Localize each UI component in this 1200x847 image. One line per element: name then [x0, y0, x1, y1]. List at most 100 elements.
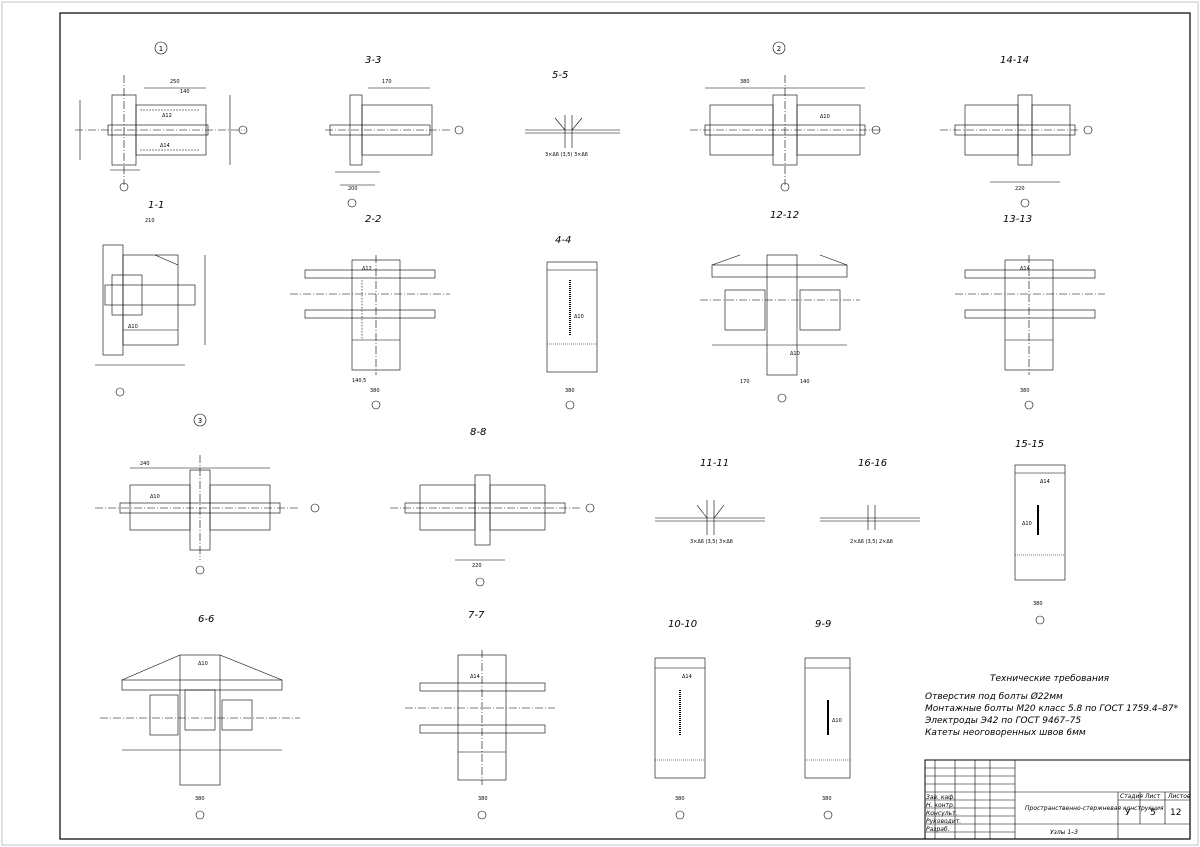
role-1: Зав. каф.	[926, 794, 955, 801]
stage-value: У	[1125, 808, 1131, 818]
section-8-8: 8-8 220	[390, 427, 595, 587]
section-5-5-title: 5-5	[552, 70, 568, 81]
section-5-5: 5-5 3×Δ6 (3,5) 3×Δ6	[525, 70, 620, 158]
section-4-4-title: 4-4	[555, 235, 571, 246]
weld-14-s10: Δ14	[682, 674, 692, 680]
node-2-marker	[772, 41, 786, 55]
weld-14-s13: Δ14	[1020, 266, 1030, 272]
dim-220-s8: 220	[472, 563, 482, 569]
dim-380-s9: 380	[822, 796, 832, 802]
requirement-4: Катеты неоговоренных швов 6мм	[925, 728, 1086, 738]
section-9-9-title: 9-9	[815, 619, 831, 630]
dim-210: 210	[145, 218, 155, 224]
dim-200: 200	[348, 186, 358, 192]
dim-140: 140	[180, 89, 190, 95]
dim-380-s15: 380	[1033, 601, 1043, 607]
sheet-label: Лист	[1144, 793, 1161, 800]
weld-10-s1: Δ10	[128, 324, 138, 330]
node-1-marker	[154, 41, 168, 55]
section-11-11: 11-11 3×Δ6 (3,5) 3×Δ6	[655, 458, 765, 545]
weld-10-s6: Δ10	[198, 661, 208, 667]
section-12-12: 12-12 170 140 Δ10	[700, 210, 860, 403]
dim-380-s13: 380	[1020, 388, 1030, 394]
node-1-marker-label: 1	[159, 45, 163, 53]
section-10-10-title: 10-10	[668, 619, 697, 630]
requirement-1: Отверстия под болты Ø22мм	[925, 691, 1063, 702]
role-3: Консульт.	[926, 810, 958, 817]
weld-14: Δ14	[160, 143, 170, 149]
node-1-plan: 1 250 140 Δ12 Δ14	[75, 41, 248, 192]
section-12-12-title: 12-12	[770, 210, 799, 221]
section-6-6-title: 6-6	[198, 614, 214, 625]
weld-10-s15: Δ10	[1022, 521, 1032, 527]
weld-seq-16-16: 2×Δ6 (3,5) 2×Δ6	[850, 539, 893, 545]
section-1-1-title: 1-1	[148, 200, 164, 211]
title-block: Зав. каф. Н. контр. Консульт. Руководит.…	[924, 759, 1191, 840]
dim-240: 240	[140, 461, 150, 467]
section-13-13: 13-13 Δ14 380	[955, 214, 1105, 410]
node-3-plan: 3 240 Δ10	[95, 413, 320, 575]
sheets-value: 12	[1170, 808, 1181, 818]
weld-12: Δ12	[162, 113, 172, 119]
node-3-marker-label: 3	[198, 417, 202, 425]
section-2-2: 2-2 Δ12 140,5 380	[290, 214, 450, 410]
weld-10-n2: Δ10	[820, 114, 830, 120]
technical-requirements: Технические требования Отверстия под бол…	[924, 674, 1179, 738]
dim-380-s6: 380	[195, 796, 205, 802]
dim-380-s7: 380	[478, 796, 488, 802]
section-9-9: 9-9 Δ10 380	[804, 619, 851, 820]
dim-1405-s2: 140,5	[352, 378, 366, 384]
section-7-7-title: 7-7	[468, 610, 485, 621]
weld-10-s9: Δ10	[832, 718, 842, 724]
section-13-13-title: 13-13	[1003, 214, 1032, 225]
section-15-15: 15-15 Δ14 Δ10 380	[1014, 439, 1066, 625]
sheet-value: 5	[1150, 808, 1156, 818]
dim-170: 170	[382, 79, 392, 85]
section-2-2-title: 2-2	[365, 214, 381, 225]
role-5: Разраб.	[926, 826, 950, 833]
dim-380-s10: 380	[675, 796, 685, 802]
role-2: Н. контр.	[926, 802, 955, 809]
section-1-1: 1-1 210 Δ10	[95, 200, 206, 397]
stage-label: Стадия	[1120, 793, 1143, 800]
section-3-3-title: 3-3	[365, 55, 381, 66]
weld-10-s12: Δ10	[790, 351, 800, 357]
weld-14-s15: Δ14	[1040, 479, 1050, 485]
node-2-marker-label: 2	[777, 45, 781, 53]
dim-380-n2: 380	[740, 79, 750, 85]
sheets-label: Листов	[1167, 793, 1191, 800]
section-6-6: 6-6 Δ10 380	[100, 614, 300, 820]
requirement-2: Монтажные болты М20 класс 5.8 по ГОСТ 17…	[925, 704, 1179, 714]
weld-10-n3: Δ10	[150, 494, 160, 500]
dim-220: 220	[1015, 186, 1025, 192]
requirement-3: Электроды Э42 по ГОСТ 9467–75	[924, 716, 1081, 726]
weld-seq-11-11: 3×Δ6 (3,5) 3×Δ6	[690, 539, 733, 545]
weld-14-s7: Δ14	[470, 674, 480, 680]
dim-140-s12: 140	[800, 379, 810, 385]
node-3-marker	[193, 413, 207, 427]
section-11-11-title: 11-11	[700, 458, 729, 469]
role-4: Руководит.	[926, 818, 961, 825]
section-3-3: 3-3 170 200	[325, 55, 464, 208]
weld-seq-5-5: 3×Δ6 (3,5) 3×Δ6	[545, 152, 588, 158]
section-16-16-title: 16-16	[858, 458, 887, 469]
section-14-14: 14-14 220	[940, 55, 1093, 208]
section-8-8-title: 8-8	[470, 427, 486, 438]
sheet-name: Узлы 1–3	[1050, 829, 1078, 836]
dim-170-s12: 170	[740, 379, 750, 385]
section-14-14-title: 14-14	[1000, 55, 1029, 66]
section-16-16: 16-16 2×Δ6 (3,5) 2×Δ6	[820, 458, 920, 545]
section-4-4: 4-4 Δ10 380	[546, 235, 598, 410]
dim-380-s4: 380	[565, 388, 575, 394]
weld-10-s4: Δ10	[574, 314, 584, 320]
section-7-7: 7-7 Δ14 380	[405, 610, 555, 820]
project-name: Пространственно-стержневая конструкция	[1025, 805, 1164, 812]
dim-250: 250	[170, 79, 180, 85]
section-15-15-title: 15-15	[1015, 439, 1044, 450]
section-10-10: 10-10 Δ14 380	[654, 619, 706, 820]
node-2-plan: 2 380 Δ10	[690, 41, 881, 192]
dim-380-s2: 380	[370, 388, 380, 394]
drawing-frame	[59, 12, 1191, 840]
